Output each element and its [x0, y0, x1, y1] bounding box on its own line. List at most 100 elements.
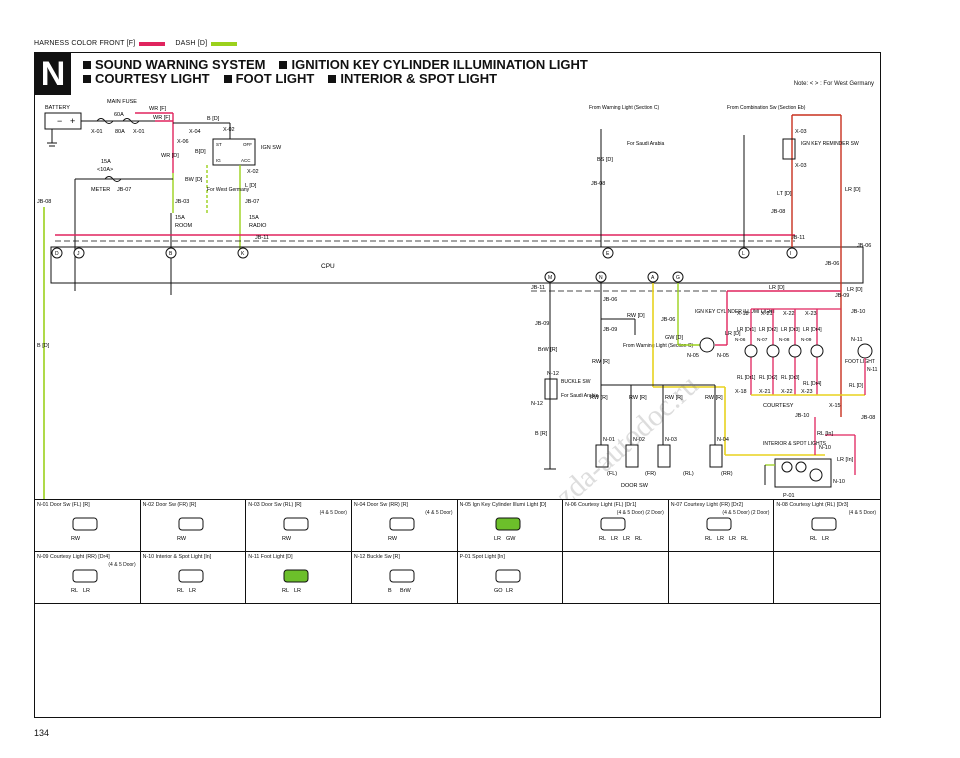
title-interior-spot: INTERIOR & SPOT LIGHT [328, 72, 497, 86]
svg-text:X-18: X-18 [735, 389, 747, 395]
harness-color-label: HARNESS COLOR [34, 40, 98, 47]
svg-text:80A: 80A [115, 129, 125, 135]
svg-text:JB-03: JB-03 [175, 199, 189, 205]
svg-text:LT [D]: LT [D] [777, 191, 792, 197]
svg-text:15A: 15A [249, 215, 259, 221]
wiring-schematic: −+ BATTERY MAIN FUSE 60A 80A X-01 X-01 W… [37, 99, 878, 499]
svg-text:For West Germany: For West Germany [207, 187, 250, 193]
svg-text:DOOR SW: DOOR SW [621, 483, 649, 489]
svg-text:RL [D]: RL [D] [849, 383, 864, 389]
connector-wire-label: RL [71, 588, 78, 594]
svg-text:B [R]: B [R] [535, 431, 548, 437]
svg-text:JB-07: JB-07 [117, 187, 131, 193]
svg-text:For Saudi Arabia: For Saudi Arabia [627, 141, 664, 147]
cpu-label: CPU [321, 263, 335, 270]
svg-text:BrW [R]: BrW [R] [538, 347, 558, 353]
svg-text:N-06: N-06 [735, 337, 746, 343]
connector-cell: N-07 Courtesy Light (FR) [Dr2](4 & 5 Doo… [668, 500, 775, 552]
svg-text:WR [D]: WR [D] [161, 153, 179, 159]
svg-text:RW [R]: RW [R] [590, 395, 608, 401]
svg-text:JB-09: JB-09 [535, 321, 549, 327]
svg-text:JB-08: JB-08 [37, 199, 51, 205]
svg-text:N-05: N-05 [687, 353, 699, 359]
connector-wire-label: RL [282, 588, 289, 594]
battery-label: BATTERY [45, 105, 70, 111]
connector-wire-label: GW [506, 536, 516, 542]
svg-text:JB-08: JB-08 [861, 415, 875, 421]
connector-variant: (4 & 5 Door) (2 Door) [616, 510, 664, 516]
svg-text:LR [D]: LR [D] [845, 187, 861, 193]
connector-shape: RW [71, 517, 98, 542]
connector-name: N-11 Foot Light [D] [248, 554, 293, 560]
svg-text:WR [F]: WR [F] [149, 106, 167, 112]
svg-text:B: B [169, 251, 173, 257]
svg-text:(FR): (FR) [645, 471, 656, 477]
connector-variant: (4 & 5 Door) [425, 510, 453, 516]
svg-text:GW [D]: GW [D] [665, 335, 683, 341]
svg-text:JB-07: JB-07 [245, 199, 259, 205]
svg-text:JB-11: JB-11 [791, 235, 805, 241]
connector-name: N-01 Door Sw (FL) [R] [37, 502, 90, 508]
svg-text:N-03: N-03 [665, 437, 677, 443]
svg-text:LR [Dr1]: LR [Dr1] [737, 327, 756, 333]
connector-name: N-10 Interior & Spot Light [In] [142, 554, 212, 560]
connector-cell: N-06 Courtesy Light (FL) [Dr1](4 & 5 Doo… [563, 500, 669, 552]
svg-text:WR [F]: WR [F] [153, 115, 171, 121]
svg-text:B [D]: B [D] [37, 343, 50, 349]
connector-shape: B BrW [388, 569, 415, 594]
svg-text:JB-08: JB-08 [591, 181, 605, 187]
connector-cell: N-08 Courtesy Light (RL) [Dr3](4 & 5 Doo… [774, 500, 880, 552]
svg-text:JB-10: JB-10 [851, 309, 865, 315]
svg-text:X-04: X-04 [189, 129, 201, 135]
svg-text:(RL): (RL) [683, 471, 694, 477]
svg-text:N-11: N-11 [867, 367, 878, 373]
svg-text:RL [Dr2]: RL [Dr2] [759, 375, 778, 381]
svg-text:LR [D]: LR [D] [769, 285, 785, 291]
svg-text:RADIO: RADIO [249, 223, 267, 229]
connector-variant: (4 & 5 Door) [319, 510, 347, 516]
svg-text:(FL): (FL) [607, 471, 617, 477]
connector-cell: N-03 Door Sw (RL) [R](4 & 5 Door)RW [246, 500, 352, 552]
title-foot-light: FOOT LIGHT [224, 72, 315, 86]
connector-wire-label: RL [705, 536, 712, 542]
svg-text:N-05: N-05 [717, 353, 729, 359]
svg-text:JB-06: JB-06 [825, 261, 839, 267]
connector-cell: N-05 Ign Key Cylinder Illumi Light [D]LR… [457, 500, 564, 552]
connector-wire-label: RW [388, 536, 398, 542]
connector-shape: RW [388, 517, 415, 542]
svg-text:X-22: X-22 [781, 389, 793, 395]
svg-text:RW [R]: RW [R] [665, 395, 683, 401]
connector-wire-label: RL [810, 536, 817, 542]
connector-wire-label: RL [741, 536, 748, 542]
svg-text:D: D [55, 251, 59, 257]
svg-text:RW [R]: RW [R] [592, 359, 610, 365]
svg-text:X-23: X-23 [801, 389, 813, 395]
svg-text:X-02: X-02 [223, 127, 235, 133]
connector-wire-label: BrW [400, 588, 412, 594]
svg-text:LR [D]: LR [D] [847, 287, 863, 293]
svg-text:<10A>: <10A> [97, 167, 113, 173]
connector-cell [774, 552, 880, 604]
svg-text:X-18: X-18 [737, 311, 749, 317]
connector-cell: N-09 Courtesy Light (RR) [Dr4](4 & 5 Doo… [35, 552, 141, 604]
svg-text:JB-10: JB-10 [795, 413, 809, 419]
connector-wire-label: LR [717, 536, 724, 542]
svg-text:G: G [676, 275, 680, 281]
svg-text:From Warning Light (Section C): From Warning Light (Section C) [623, 343, 693, 349]
front-color-swatch [139, 41, 166, 46]
connector-wire-label: B [388, 588, 392, 594]
svg-text:RL [Dr4]: RL [Dr4] [803, 381, 822, 387]
svg-text:RL [In]: RL [In] [817, 431, 833, 437]
connector-name: N-07 Courtesy Light (FR) [Dr2] [670, 502, 743, 508]
section-titles: SOUND WARNING SYSTEM IGNITION KEY CYLIND… [83, 58, 588, 86]
svg-text:ACC: ACC [241, 158, 251, 163]
harness-color-legend: HARNESS COLOR FRONT [F] DASH [D] [34, 40, 247, 47]
svg-text:15A: 15A [175, 215, 185, 221]
svg-text:L: L [742, 251, 745, 257]
main-fuse-label: MAIN FUSE [107, 99, 137, 105]
connector-name: N-12 Buckle Sw [R] [353, 554, 400, 560]
svg-text:IGN KEY REMINDER SW: IGN KEY REMINDER SW [801, 141, 859, 147]
